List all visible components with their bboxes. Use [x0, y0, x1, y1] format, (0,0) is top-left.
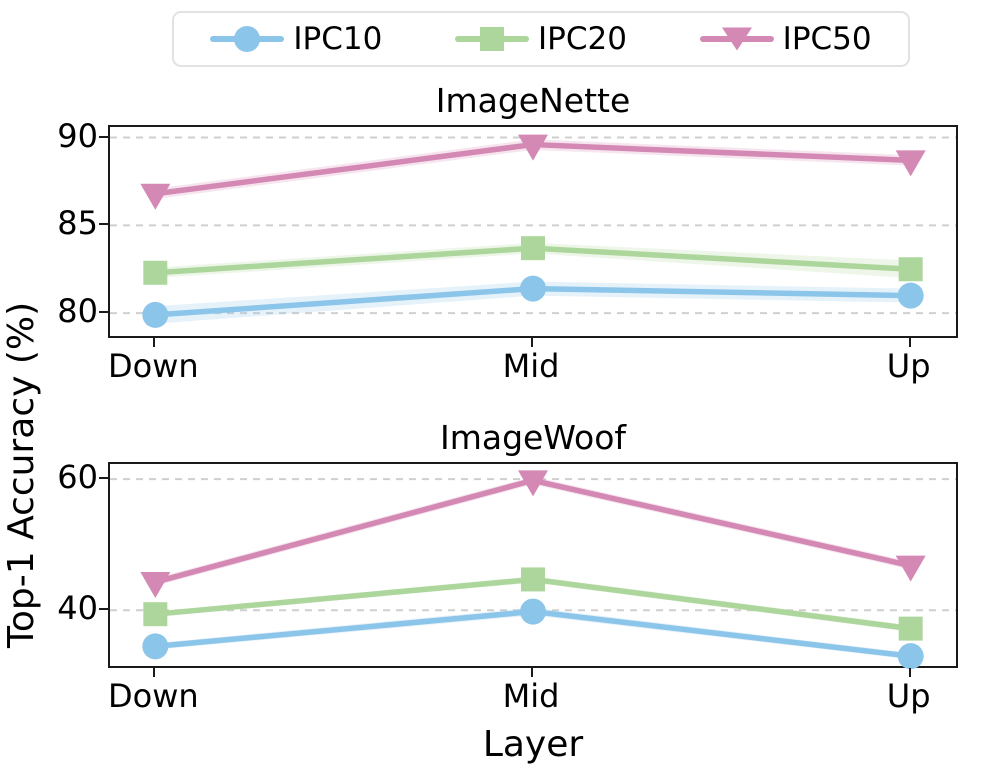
y-tick-label-80: 80	[57, 292, 98, 331]
x-tick-mark-mid	[531, 338, 533, 347]
plot-svg-imagewoof	[110, 470, 956, 670]
x-tick-label-down: Down	[107, 677, 199, 715]
y-tick-mark-80	[99, 311, 108, 314]
x-tick-mark-down	[153, 338, 156, 347]
x-tick-mark-up	[908, 668, 911, 677]
plot-area-imagewoof	[108, 462, 958, 670]
y-tick-label-60: 60	[57, 458, 98, 497]
plot-svg-imagenette	[110, 134, 956, 328]
legend-label-ipc20: IPC20	[538, 20, 627, 57]
y-tick-mark-90	[99, 135, 108, 138]
plot-area-imagenette	[108, 125, 958, 338]
x-tick-label-up: Up	[886, 347, 931, 385]
x-tick-mark-mid	[531, 668, 533, 677]
triangle-down-marker-icon	[721, 27, 752, 51]
x-tick-mark-up	[908, 338, 911, 347]
x-axis-label: Layer	[482, 724, 584, 765]
panel-title-imagewoof: ImageWoof	[439, 418, 627, 457]
x-tick-label-down: Down	[107, 347, 199, 385]
y-tick-label-40: 40	[57, 589, 98, 628]
legend-sample-ipc50	[699, 26, 774, 52]
y-tick-mark-60	[99, 477, 108, 480]
circle-marker-icon	[234, 26, 261, 52]
legend-label-ipc50: IPC50	[782, 20, 872, 57]
panel-title-imagenette: ImageNette	[435, 81, 631, 120]
y-tick-mark-85	[99, 223, 108, 226]
legend-sample-ipc10	[210, 26, 285, 52]
legend-sample-ipc20	[455, 26, 530, 52]
x-tick-label-up: Up	[886, 677, 931, 715]
y-tick-label-90: 90	[57, 116, 98, 155]
legend-entry-ipc10[interactable]: IPC10	[210, 20, 383, 57]
x-tick-label-mid: Mid	[502, 677, 560, 715]
y-tick-mark-40	[99, 608, 108, 611]
legend-entry-ipc50[interactable]: IPC50	[699, 20, 872, 57]
square-marker-icon	[480, 27, 505, 51]
legend-entry-ipc20[interactable]: IPC20	[455, 20, 627, 57]
legend-label-ipc10: IPC10	[293, 20, 383, 57]
x-tick-label-mid: Mid	[502, 347, 560, 385]
chart-legend: IPC10 IPC20 IPC50	[172, 11, 910, 67]
y-tick-label-85: 85	[57, 204, 98, 243]
x-tick-mark-down	[153, 668, 156, 677]
